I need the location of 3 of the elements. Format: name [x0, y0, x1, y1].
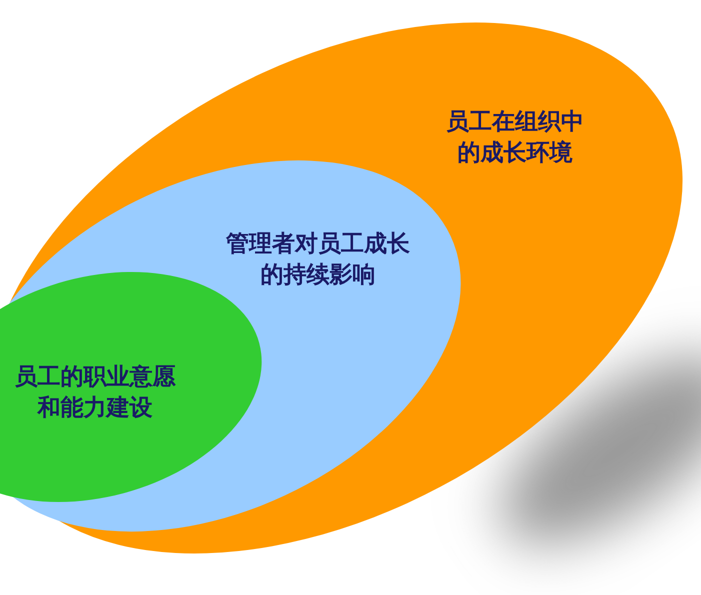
ellipse-label: 管理者对员工成长的持续影响 [224, 230, 411, 290]
ellipse-label: 员工在组织中的成长环境 [445, 108, 585, 168]
ellipse-label: 员工的职业意愿和能力建设 [14, 363, 177, 423]
